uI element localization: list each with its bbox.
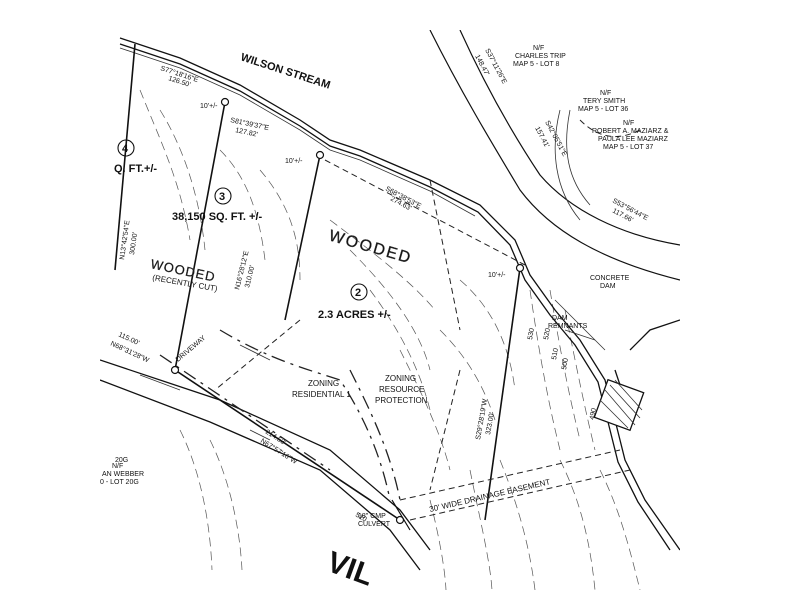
- webber-nf: N/F: [112, 463, 123, 470]
- culvert-1: 18" CMP: [358, 513, 386, 520]
- road-northeast: [429, 30, 680, 281]
- culvert: [239, 344, 411, 531]
- dam-structure: [554, 299, 680, 432]
- lot3-area: 38,150 SQ. FT. +/-: [172, 211, 263, 223]
- zoning-res-2: RESIDENTIAL 1: [292, 390, 351, 399]
- webber-lot: 0 - LOT 20G: [100, 479, 139, 486]
- setback-1: 10'+/-: [200, 103, 218, 110]
- contour-530: 530: [527, 328, 536, 341]
- contour-lines: [139, 89, 641, 590]
- trip-nf: N/F: [533, 45, 544, 52]
- smith-lot: MAP 5 - LOT 36: [578, 106, 628, 113]
- trip-name: CHARLES TRIP: [515, 53, 566, 60]
- zoning-rp-3: PROTECTION: [375, 396, 428, 405]
- contour-510-south: 510: [354, 512, 368, 524]
- lot-boundaries: [114, 43, 631, 525]
- dam-remnants-1: DAM: [552, 315, 568, 322]
- setback-2: 10'+/-: [285, 158, 303, 165]
- contour-500: 500: [561, 358, 570, 371]
- contour-520: 520: [543, 328, 552, 341]
- plat-drawing: WILSON STREAM 4 Q. FT.+/- 3 38,150 SQ. F…: [100, 30, 680, 590]
- lot4-area: Q. FT.+/-: [114, 163, 157, 175]
- bearing-9-dist: 300.00': [129, 232, 139, 256]
- maziarz-nf: N/F: [623, 120, 634, 127]
- lot2-area: 2.3 ACRES +/-: [318, 309, 391, 321]
- bearing-2-dist: 127.82': [235, 127, 259, 139]
- smith-name: TERY SMITH: [583, 98, 625, 105]
- webber-name: AN WEBBER: [102, 471, 144, 478]
- trip-lot: MAP 5 - LOT 8: [513, 61, 560, 68]
- culvert-2: CULVERT: [358, 521, 391, 528]
- wilson-stream: [119, 37, 680, 551]
- smith-nf: N/F: [600, 90, 611, 97]
- concrete-dam-1: CONCRETE: [590, 275, 630, 282]
- lot4-circle: [117, 139, 135, 157]
- zoning-res-1: ZONING: [308, 379, 339, 388]
- village-road: [100, 359, 431, 571]
- lot2-number: 2: [355, 287, 361, 299]
- dam-remnants-2: REMNANTS: [548, 323, 588, 330]
- maziarz-name1: ROBERT A. MAZIARZ &: [592, 128, 669, 135]
- maziarz-name2: PAULA LEE MAZIARZ: [598, 136, 669, 143]
- contour-20g: 20G: [115, 457, 128, 464]
- survey-plat-map: WILSON STREAM 4 Q. FT.+/- 3 38,150 SQ. F…: [100, 30, 680, 590]
- concrete-dam-2: DAM: [600, 283, 616, 290]
- lot3-number: 3: [219, 191, 225, 203]
- zoning-rp-2: RESOURCE: [379, 385, 424, 394]
- setback-3: 10'+/-: [488, 272, 506, 279]
- lot3-circle: [214, 187, 232, 205]
- zoning-rp-1: ZONING: [385, 374, 416, 383]
- lot2-circle: [350, 283, 368, 301]
- bearing-11-dist: 323.00': [485, 412, 496, 436]
- contour-490: 490: [589, 408, 598, 421]
- lot4-number: 4: [122, 143, 129, 155]
- contour-510: 510: [551, 348, 560, 361]
- maziarz-lot: MAP 5 - LOT 37: [603, 144, 653, 151]
